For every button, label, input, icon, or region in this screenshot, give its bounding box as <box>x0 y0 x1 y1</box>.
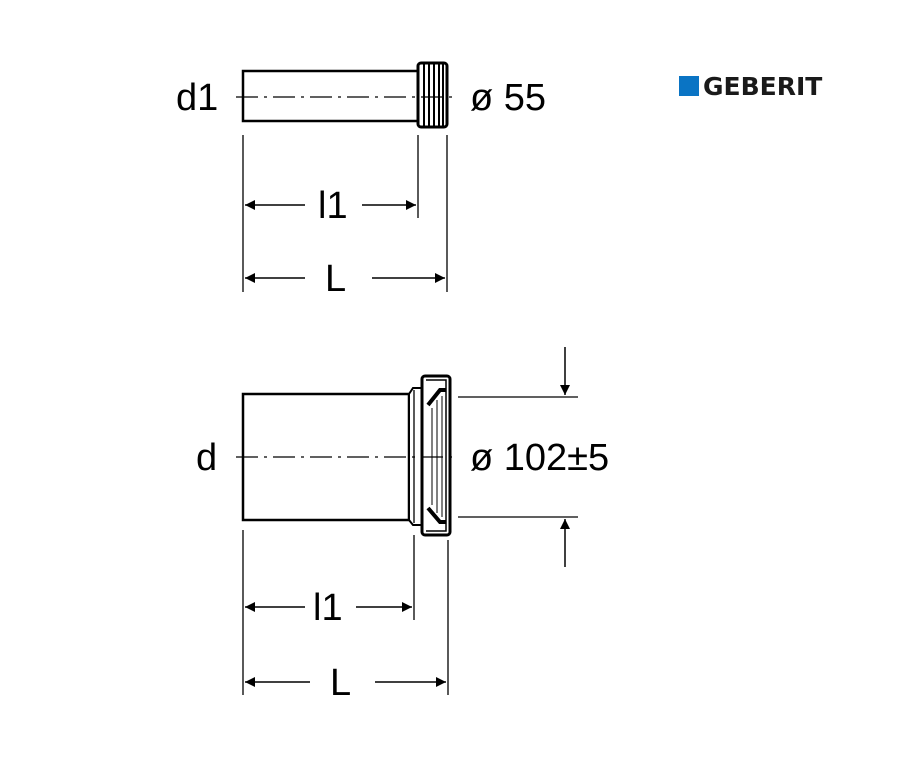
bottom-l1-label: l1 <box>313 587 343 629</box>
top-l1-label: l1 <box>318 185 348 227</box>
bottom-L-label: L <box>330 662 351 704</box>
top-outer-diameter: ø 55 <box>470 77 546 119</box>
d1-label: d1 <box>176 77 218 119</box>
d-label: d <box>196 437 217 479</box>
top-pipe <box>236 61 456 292</box>
thread-end <box>416 61 449 129</box>
seal-collar <box>408 374 452 537</box>
top-L-label: L <box>325 258 346 300</box>
logo-text: GEBERIT <box>703 72 822 101</box>
bottom-outer-diameter: ø 102±5 <box>470 437 609 479</box>
bottom-pipe <box>236 347 578 695</box>
geberit-logo: GEBERIT <box>679 72 822 101</box>
logo-square <box>679 76 699 96</box>
